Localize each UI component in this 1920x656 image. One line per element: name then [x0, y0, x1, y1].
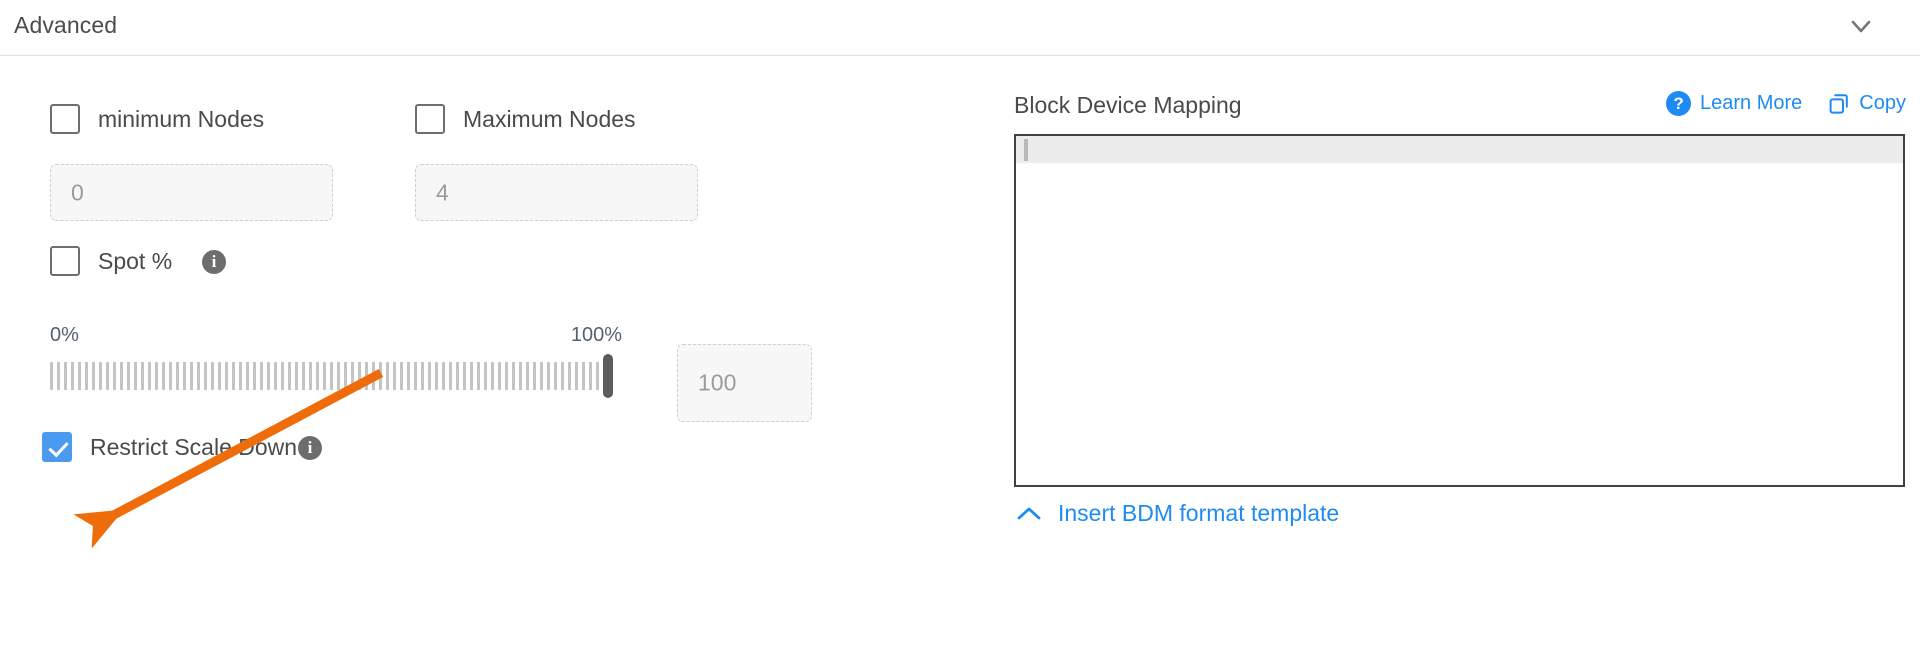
editor-active-line	[1016, 136, 1903, 163]
insert-bdm-template-label: Insert BDM format template	[1058, 500, 1340, 526]
learn-more-label: Learn More	[1700, 92, 1803, 114]
block-device-mapping-editor[interactable]	[1014, 134, 1905, 487]
restrict-scale-down-info-icon[interactable]: i	[298, 436, 322, 460]
restrict-scale-down-checkbox[interactable]	[42, 432, 72, 462]
maximum-nodes-checkbox[interactable]	[415, 104, 445, 134]
maximum-nodes-input[interactable]: 4	[415, 164, 698, 221]
minimum-nodes-label: minimum Nodes	[98, 106, 265, 132]
slider-thumb[interactable]	[603, 354, 613, 398]
learn-more-link[interactable]: ? Learn More	[1666, 91, 1802, 116]
chevron-up-icon	[1017, 507, 1041, 519]
slider-track[interactable]	[50, 362, 610, 390]
question-circle-icon: ?	[1666, 91, 1692, 116]
block-device-mapping-title: Block Device Mapping	[1014, 92, 1242, 118]
editor-cursor	[1024, 139, 1028, 161]
copy-button[interactable]: Copy	[1828, 92, 1906, 115]
copy-icon	[1829, 93, 1849, 114]
minimum-nodes-checkbox[interactable]	[50, 104, 80, 134]
spot-percent-label: Spot %	[98, 248, 173, 274]
advanced-section-header: Advanced	[0, 0, 1920, 56]
minimum-nodes-input-value: 0	[71, 179, 84, 205]
maximum-nodes-input-value: 4	[436, 179, 449, 205]
spot-percent-slider[interactable]: 0% 100%	[50, 324, 622, 404]
page-title: Advanced	[14, 12, 118, 38]
copy-label: Copy	[1859, 92, 1906, 114]
chevron-down-icon[interactable]	[1844, 9, 1878, 43]
spot-percent-info-icon[interactable]: i	[202, 250, 226, 274]
slider-min-label: 0%	[50, 324, 79, 346]
insert-bdm-template-link[interactable]: Insert BDM format template	[1016, 500, 1339, 527]
block-device-mapping-panel: Block Device Mapping ? Learn More Copy I…	[1000, 56, 1920, 656]
restrict-scale-down-label: Restrict Scale Down	[90, 434, 298, 460]
panel-actions: ? Learn More Copy	[1666, 91, 1906, 116]
spot-percent-value-input[interactable]: 100	[677, 344, 812, 422]
advanced-left-column: minimum Nodes 0 Maximum Nodes 4 Spot % i…	[0, 56, 960, 656]
maximum-nodes-label: Maximum Nodes	[463, 106, 636, 132]
slider-max-label: 100%	[570, 324, 622, 346]
minimum-nodes-input[interactable]: 0	[50, 164, 333, 221]
spot-percent-value: 100	[698, 369, 737, 396]
spot-percent-checkbox[interactable]	[50, 246, 80, 276]
